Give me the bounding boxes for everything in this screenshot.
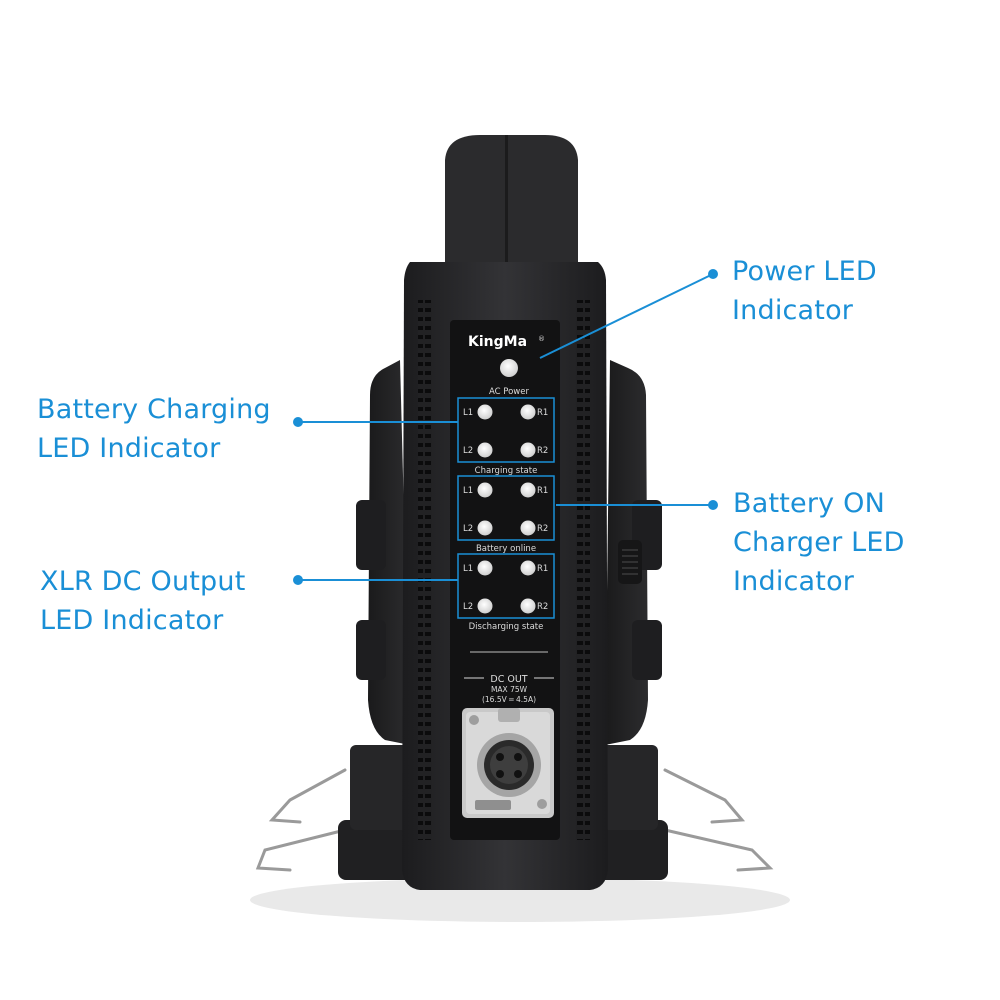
- svg-text:®: ®: [538, 335, 545, 343]
- annotation-line: Indicator: [732, 295, 854, 326]
- annotation-xlr-output-led: XLR DC Output LED Indicator: [40, 562, 246, 640]
- led-l1: [477, 404, 493, 420]
- led-label: R1: [537, 408, 548, 418]
- led-l2: [477, 598, 493, 614]
- annotation-line: XLR DC Output: [40, 566, 246, 597]
- led-r1: [520, 482, 536, 498]
- annotation-battery-on-led: Battery ON Charger LED Indicator: [733, 484, 905, 601]
- led-group-caption: Charging state: [475, 466, 538, 476]
- led-r2: [520, 442, 536, 458]
- led-label: L2: [463, 446, 473, 456]
- led-group-frame: [457, 475, 555, 541]
- floor-shadow: [250, 878, 790, 922]
- led-label: L1: [463, 408, 473, 418]
- brand-logo: KingMa: [468, 334, 527, 350]
- vent-right: [576, 300, 590, 840]
- wire-stand-left: [255, 768, 347, 872]
- carry-handle: [445, 135, 578, 270]
- led-group-frame: [457, 397, 555, 463]
- annotation-line: Indicator: [733, 566, 855, 597]
- dc-out-spec: (16.5V ═ 4.5A): [482, 695, 536, 704]
- annotation-power-led: Power LED Indicator: [732, 252, 877, 330]
- annotation-line: LED Indicator: [40, 605, 224, 636]
- leader-lines: [293, 269, 718, 585]
- led-l2: [477, 520, 493, 536]
- ac-power-label: AC Power: [489, 387, 530, 397]
- led-label: L2: [463, 602, 473, 612]
- ac-power-led: [500, 359, 518, 377]
- dc-out-title: DC OUT: [490, 674, 527, 685]
- annotation-line: Battery ON: [733, 488, 885, 519]
- annotation-line: Battery Charging: [37, 394, 271, 425]
- led-label: R2: [537, 524, 548, 534]
- xlr-connector[interactable]: [462, 708, 554, 818]
- wire-stand-right: [663, 768, 774, 872]
- led-group-caption: Battery online: [476, 544, 536, 554]
- led-label: L1: [463, 564, 473, 574]
- vent-left: [418, 300, 432, 840]
- annotation-charging-led: Battery Charging LED Indicator: [37, 390, 271, 468]
- dc-out-max: MAX 75W: [491, 685, 528, 694]
- annotation-line: Charger LED: [733, 527, 905, 558]
- led-label: R2: [537, 602, 548, 612]
- led-label: L1: [463, 486, 473, 496]
- annotation-line: LED Indicator: [37, 433, 221, 464]
- led-r2: [520, 520, 536, 536]
- annotation-line: Power LED: [732, 256, 877, 287]
- led-r1: [520, 560, 536, 576]
- led-label: R1: [537, 564, 548, 574]
- led-group-caption: Discharging state: [469, 622, 544, 632]
- led-label: R1: [537, 486, 548, 496]
- led-label: L2: [463, 524, 473, 534]
- led-group-frame: [457, 553, 555, 619]
- led-l1: [477, 560, 493, 576]
- led-l2: [477, 442, 493, 458]
- led-r1: [520, 404, 536, 420]
- led-r2: [520, 598, 536, 614]
- led-l1: [477, 482, 493, 498]
- led-label: R2: [537, 446, 548, 456]
